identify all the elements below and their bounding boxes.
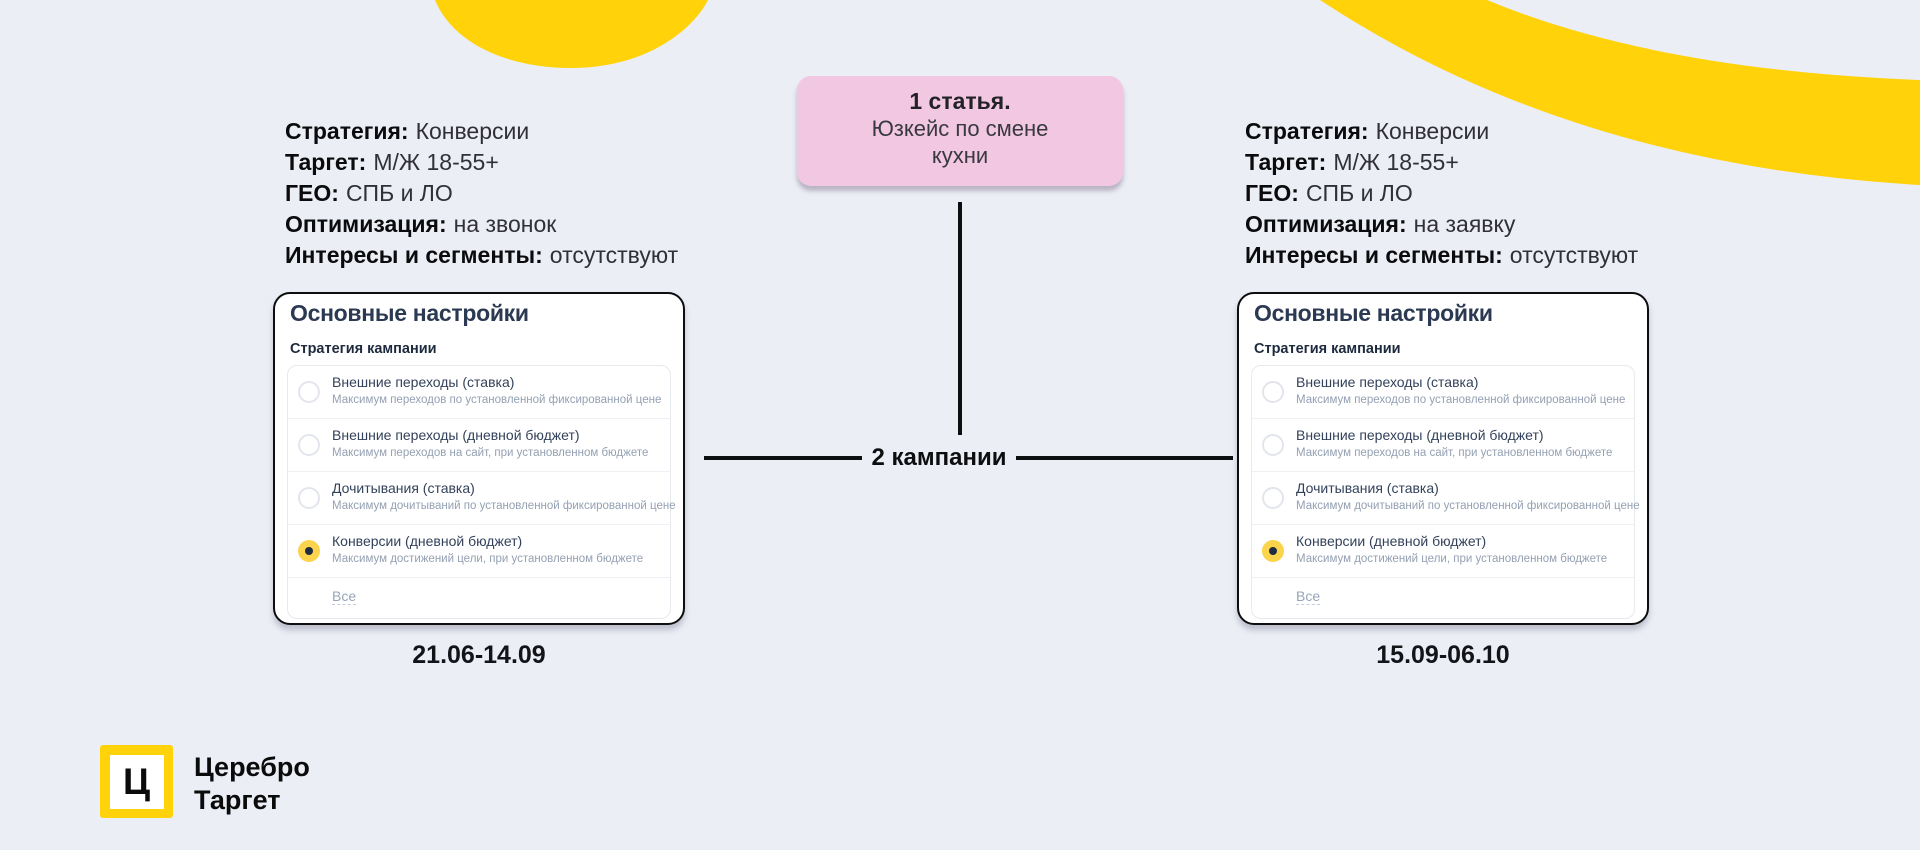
option-external-transitions-bid[interactable]: Внешние переходы (ставка) Максимум перех… xyxy=(288,366,670,418)
article-node-subtitle-line2: кухни xyxy=(931,143,989,168)
spec-label: Стратегия: xyxy=(1245,118,1369,144)
option-title: Внешние переходы (дневной бюджет) xyxy=(1296,427,1544,443)
spec-interests: Интересы и сегменты:отсутствуют xyxy=(1245,240,1638,271)
campaign-count-label: 2 кампании xyxy=(871,444,1007,471)
spec-value: отсутствуют xyxy=(1509,242,1639,268)
connector-line-left xyxy=(704,456,862,460)
option-title: Дочитывания (ставка) xyxy=(332,480,475,496)
option-description: Максимум переходов на сайт, при установл… xyxy=(332,447,649,459)
article-node-title: 1 статья. xyxy=(909,88,1011,114)
spec-value: на заявку xyxy=(1413,211,1516,237)
spec-value: Конверсии xyxy=(1375,118,1490,144)
radio-icon[interactable] xyxy=(298,487,320,509)
spec-label: Интересы и сегменты: xyxy=(285,242,543,268)
show-all-link[interactable]: Все xyxy=(1296,588,1321,605)
option-external-transitions-daily-budget[interactable]: Внешние переходы (дневной бюджет) Максим… xyxy=(288,418,670,471)
spec-label: Оптимизация: xyxy=(285,211,447,237)
spec-label: Интересы и сегменты: xyxy=(1245,242,1503,268)
article-node-subtitle-line1: Юзкейс по смене xyxy=(871,116,1049,141)
spec-strategy: Стратегия:Конверсии xyxy=(285,116,678,147)
spec-interests: Интересы и сегменты:отсутствуют xyxy=(285,240,678,271)
spec-label: ГЕО: xyxy=(285,180,339,206)
cerebro-logo-wordmark: Церебро Таргет xyxy=(194,751,310,817)
yellow-blob-decoration xyxy=(435,0,708,68)
connector-line-right xyxy=(1016,456,1233,460)
option-external-transitions-daily-budget[interactable]: Внешние переходы (дневной бюджет) Максим… xyxy=(1252,418,1634,471)
option-description: Максимум дочитываний по установленной фи… xyxy=(332,500,676,512)
spec-value: Конверсии xyxy=(415,118,530,144)
option-title: Внешние переходы (ставка) xyxy=(332,374,515,390)
right-campaign-dates: 15.09-06.10 xyxy=(1376,641,1510,669)
spec-value: М/Ж 18-55+ xyxy=(373,149,499,175)
spec-value: отсутствуют xyxy=(549,242,679,268)
logo-name-line1: Церебро xyxy=(194,752,310,782)
radio-selected-icon[interactable] xyxy=(298,540,320,562)
spec-label: Таргет: xyxy=(1245,149,1327,175)
radio-icon[interactable] xyxy=(1262,434,1284,456)
spec-label: Таргет: xyxy=(285,149,367,175)
option-title: Конверсии (дневной бюджет) xyxy=(1296,533,1487,549)
connector-line-vertical xyxy=(958,202,962,435)
left-campaign-dates: 21.06-14.09 xyxy=(412,641,546,669)
spec-label: Стратегия: xyxy=(285,118,409,144)
radio-icon[interactable] xyxy=(298,381,320,403)
radio-icon[interactable] xyxy=(1262,381,1284,403)
card-title: Основные настройки xyxy=(290,300,529,326)
right-campaign-specs: Стратегия:Конверсии Таргет:М/Ж 18-55+ ГЕ… xyxy=(1245,116,1638,271)
cerebro-logo-glyph: Ц xyxy=(122,761,151,802)
spec-target: Таргет:М/Ж 18-55+ xyxy=(285,147,678,178)
option-conversions-daily-budget[interactable]: Конверсии (дневной бюджет) Максимум дост… xyxy=(1252,524,1634,577)
strategy-options-panel: Внешние переходы (ставка) Максимум перех… xyxy=(287,365,676,619)
card-title: Основные настройки xyxy=(1254,300,1493,326)
radio-icon[interactable] xyxy=(298,434,320,456)
spec-target: Таргет:М/Ж 18-55+ xyxy=(1245,147,1638,178)
settings-card-left: Основные настройки Стратегия кампании Вн… xyxy=(273,292,685,625)
spec-value: СПБ и ЛО xyxy=(345,180,453,206)
all-options-row: Все xyxy=(1252,577,1634,618)
option-title: Конверсии (дневной бюджет) xyxy=(332,533,523,549)
spec-geo: ГЕО:СПБ и ЛО xyxy=(1245,178,1638,209)
spec-geo: ГЕО:СПБ и ЛО xyxy=(285,178,678,209)
option-read-throughs-bid[interactable]: Дочитывания (ставка) Максимум дочитывани… xyxy=(288,471,676,524)
spec-optimization: Оптимизация:на звонок xyxy=(285,209,678,240)
cerebro-logo-inner: Ц xyxy=(109,754,164,809)
option-read-throughs-bid[interactable]: Дочитывания (ставка) Максимум дочитывани… xyxy=(1252,471,1640,524)
option-title: Внешние переходы (дневной бюджет) xyxy=(332,427,580,443)
spec-optimization: Оптимизация:на заявку xyxy=(1245,209,1638,240)
spec-strategy: Стратегия:Конверсии xyxy=(1245,116,1638,147)
option-description: Максимум переходов по установленной фикс… xyxy=(332,394,662,406)
option-title: Дочитывания (ставка) xyxy=(1296,480,1439,496)
spec-value: СПБ и ЛО xyxy=(1305,180,1413,206)
option-title: Внешние переходы (ставка) xyxy=(1296,374,1479,390)
yellow-swoosh-decoration xyxy=(1320,0,1920,185)
option-description: Максимум переходов на сайт, при установл… xyxy=(1296,447,1613,459)
card-section-label: Стратегия кампании xyxy=(1254,341,1401,357)
option-description: Максимум достижений цели, при установлен… xyxy=(332,553,644,565)
left-campaign-specs: Стратегия:Конверсии Таргет:М/Ж 18-55+ ГЕ… xyxy=(285,116,678,271)
show-all-link[interactable]: Все xyxy=(332,588,357,605)
strategy-options-panel: Внешние переходы (ставка) Максимум перех… xyxy=(1251,365,1640,619)
radio-icon[interactable] xyxy=(1262,487,1284,509)
option-conversions-daily-budget[interactable]: Конверсии (дневной бюджет) Максимум дост… xyxy=(288,524,670,577)
spec-label: ГЕО: xyxy=(1245,180,1299,206)
spec-label: Оптимизация: xyxy=(1245,211,1407,237)
option-description: Максимум дочитываний по установленной фи… xyxy=(1296,500,1640,512)
spec-value: на звонок xyxy=(453,211,557,237)
logo-name-line2: Таргет xyxy=(194,785,281,815)
option-description: Максимум достижений цели, при установлен… xyxy=(1296,553,1608,565)
spec-value: М/Ж 18-55+ xyxy=(1333,149,1459,175)
option-external-transitions-bid[interactable]: Внешние переходы (ставка) Максимум перех… xyxy=(1252,366,1634,418)
option-description: Максимум переходов по установленной фикс… xyxy=(1296,394,1626,406)
cerebro-logo-icon: Ц xyxy=(100,745,173,818)
settings-card-right: Основные настройки Стратегия кампании Вн… xyxy=(1237,292,1649,625)
radio-selected-icon[interactable] xyxy=(1262,540,1284,562)
article-node: 1 статья. Юзкейс по смене кухни xyxy=(797,76,1123,186)
card-section-label: Стратегия кампании xyxy=(290,341,437,357)
all-options-row: Все xyxy=(288,577,670,618)
